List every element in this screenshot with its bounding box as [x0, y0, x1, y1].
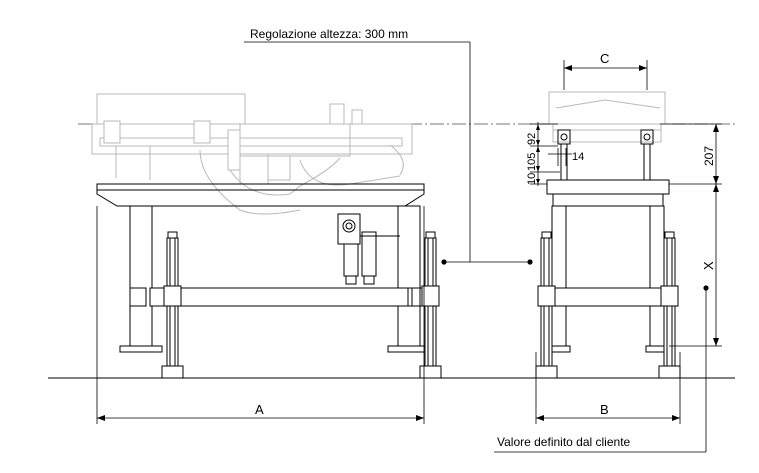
customer-value-label: Valore definito dal cliente: [497, 435, 631, 449]
side-machine-outline: [548, 91, 666, 143]
dim-207-label: 207: [702, 146, 716, 166]
front-left-adjuster: [161, 231, 184, 379]
dimension-x: [669, 184, 722, 347]
dimension-c: [563, 60, 648, 90]
dim-c-label: C: [600, 51, 609, 66]
dim-x-label: X: [701, 261, 716, 270]
side-left-leg: [551, 205, 567, 347]
dimension-207: [660, 123, 722, 185]
side-right-adjuster: [658, 231, 681, 379]
dim-a-label: A: [255, 402, 264, 417]
side-table-top: [546, 179, 670, 195]
height-adjust-leader: [244, 41, 533, 265]
side-left-adjuster: [535, 231, 558, 379]
dimension-14: [548, 148, 572, 166]
front-machine-outline: [91, 93, 413, 215]
front-right-leg: [397, 205, 421, 347]
dim-92-label: 92: [526, 133, 538, 145]
side-cross-beam: [551, 287, 665, 307]
front-right-adjuster: [419, 231, 442, 379]
dimension-small-stack: [530, 122, 560, 186]
front-left-leg: [129, 205, 153, 347]
dimension-b: [535, 352, 681, 424]
filter-regulator-unit: [337, 213, 400, 285]
dim-10-label: 10: [526, 173, 538, 185]
dimension-a: [96, 206, 425, 424]
dim-b-label: B: [600, 402, 609, 417]
side-view: [530, 60, 722, 424]
customer-value-leader: [494, 285, 709, 453]
side-right-leg: [649, 205, 665, 347]
front-cross-beam: [149, 287, 413, 307]
dim-105-label: 105: [526, 153, 538, 171]
height-adjust-label: Regolazione altezza: 300 mm: [250, 27, 408, 41]
front-view: [91, 93, 442, 424]
dim-14-label: 14: [572, 151, 584, 163]
front-table-top: [96, 183, 425, 207]
